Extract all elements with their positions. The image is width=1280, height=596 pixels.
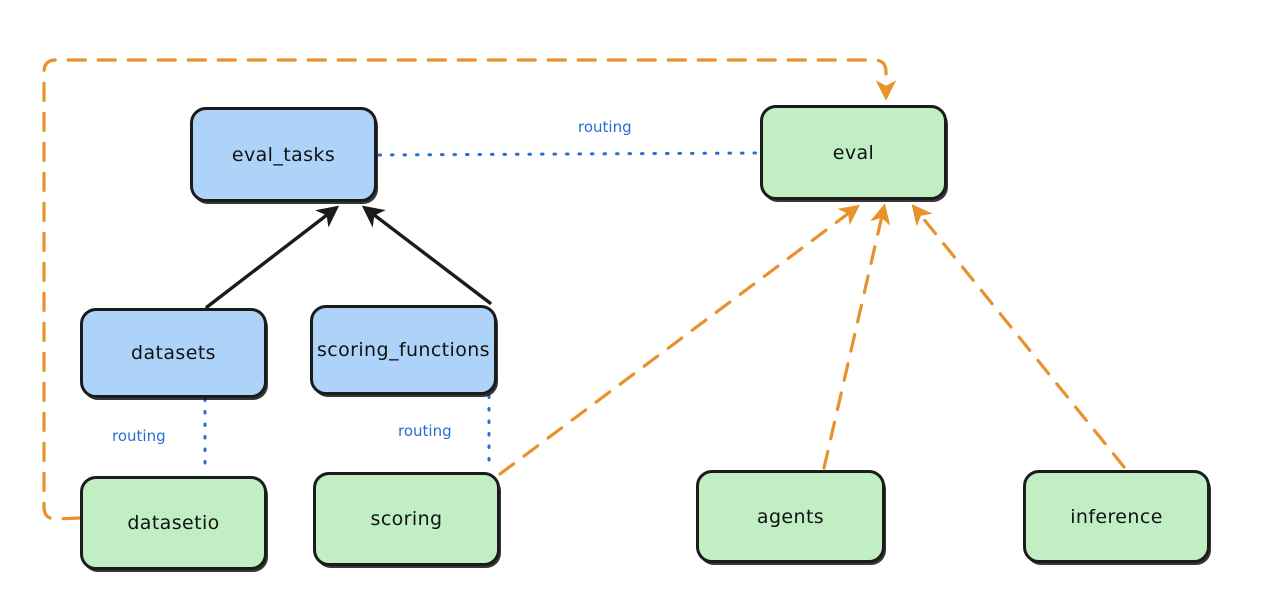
edge-agents-to-eval	[822, 203, 891, 470]
edge-datasets-to-eval_tasks	[205, 205, 340, 309]
node-label: datasets	[131, 342, 216, 364]
edge-label-routing-datasets-datasetio: routing	[112, 427, 166, 445]
edge-eval_tasks-to-eval	[377, 151, 760, 157]
edge-scoring-to-eval	[498, 204, 860, 476]
edge-scoring_functions-to-eval_tasks	[361, 205, 492, 305]
edge-label-routing-eval-tasks-eval: routing	[578, 118, 632, 136]
node-datasetio[interactable]: datasetio	[80, 476, 267, 570]
node-scoring-functions[interactable]: scoring_functions	[310, 305, 497, 395]
node-agents[interactable]: agents	[696, 470, 885, 563]
node-label: agents	[756, 505, 825, 528]
node-scoring[interactable]: scoring	[313, 472, 500, 566]
node-label: inference	[1070, 505, 1163, 528]
node-label: scoring_functions	[317, 339, 490, 361]
edge-inference-to-eval	[911, 204, 1126, 469]
node-label: datasetio	[127, 512, 220, 534]
node-label: eval	[832, 141, 875, 164]
node-datasets[interactable]: datasets	[80, 308, 267, 398]
node-eval-tasks[interactable]: eval_tasks	[190, 107, 377, 202]
edge-label-routing-scoring-functions-scoring: routing	[398, 422, 452, 440]
node-label: eval_tasks	[231, 143, 336, 166]
node-eval[interactable]: eval	[760, 105, 947, 200]
node-label: scoring	[370, 508, 443, 530]
node-inference[interactable]: inference	[1023, 470, 1210, 563]
